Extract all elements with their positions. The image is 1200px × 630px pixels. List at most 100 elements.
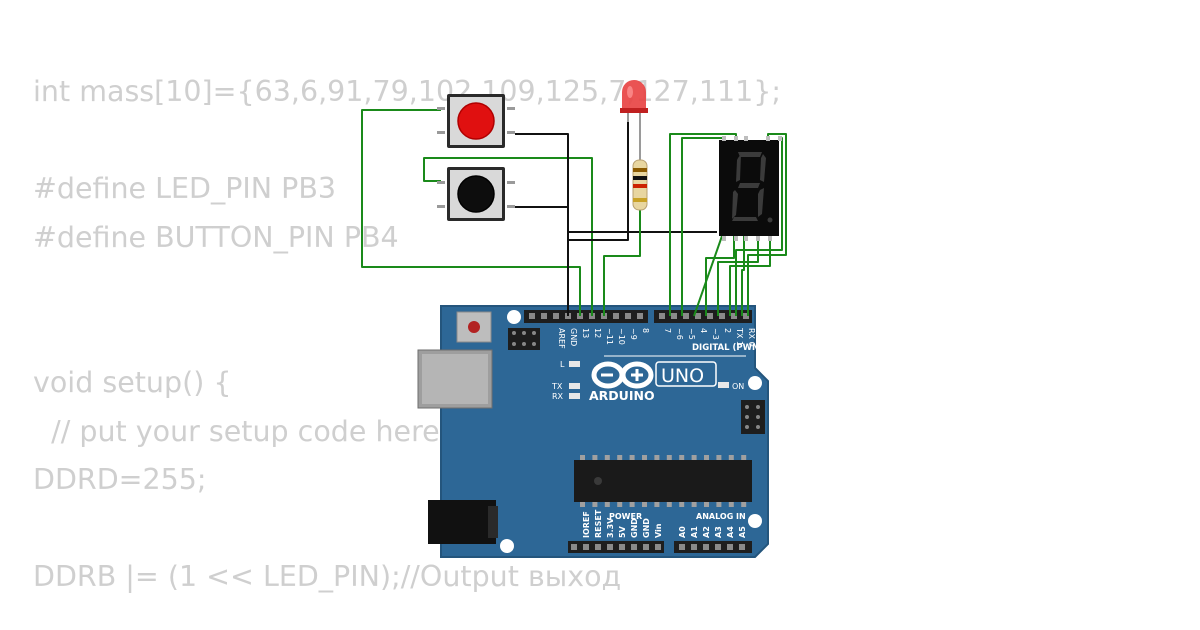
- pin-label: TX 1: [735, 327, 744, 346]
- power-header-label: POWER: [609, 512, 642, 521]
- seven-segment-display[interactable]: [719, 136, 782, 241]
- header-pin[interactable]: [719, 313, 725, 319]
- wire-gnd-red-button[interactable]: [515, 133, 569, 316]
- pin-label: 2: [723, 328, 732, 333]
- header-pin[interactable]: [743, 313, 749, 319]
- microcontroller-chip: [574, 455, 752, 507]
- red-led[interactable]: [620, 80, 648, 160]
- mount-hole: [500, 539, 514, 553]
- header-pin[interactable]: [655, 544, 661, 550]
- header-pin[interactable]: [731, 313, 737, 319]
- pin-label: GND: [569, 328, 578, 346]
- analog-header-label: ANALOG IN: [696, 512, 746, 521]
- header-pin[interactable]: [671, 313, 677, 319]
- model-label: UNO: [661, 365, 704, 387]
- code-line: int mass[10]={63,6,91,79,102,109,125,7,1…: [33, 75, 781, 108]
- wire-gnd-led[interactable]: [568, 118, 629, 241]
- analog-pin-label: A5: [738, 526, 747, 538]
- analog-pin-label: A2: [702, 526, 711, 538]
- wire-red-button[interactable]: [361, 109, 581, 316]
- pin-label: 13: [581, 328, 590, 338]
- pin-label: ~6: [675, 328, 684, 340]
- wire-display-seg-e[interactable]: [693, 235, 723, 317]
- icsp-header: [508, 328, 540, 350]
- mount-hole: [507, 310, 521, 324]
- led-rx-label: RX: [552, 392, 564, 401]
- header-pin[interactable]: [595, 544, 601, 550]
- header-pin[interactable]: [715, 544, 721, 550]
- code-background: int mass[10]={63,6,91,79,102,109,125,7,1…: [33, 68, 781, 602]
- header-pin[interactable]: [541, 313, 547, 319]
- wire-resistor[interactable]: [603, 210, 641, 316]
- led-l: [569, 361, 580, 367]
- header-pin[interactable]: [613, 313, 619, 319]
- header-pin[interactable]: [631, 544, 637, 550]
- header-pin[interactable]: [619, 544, 625, 550]
- header-pin[interactable]: [679, 544, 685, 550]
- pin-label: ~11: [605, 328, 614, 345]
- reset-button[interactable]: [456, 311, 492, 343]
- digital-label: DIGITAL (PWM ~): [692, 343, 774, 353]
- button-cap-icon: [457, 175, 495, 213]
- header-pin[interactable]: [703, 544, 709, 550]
- pin-label: AREF: [557, 328, 566, 349]
- analog-pin-label: A3: [714, 526, 723, 538]
- led-tx-label: TX: [551, 382, 563, 391]
- pin-label: 12: [593, 328, 602, 338]
- resistor[interactable]: [632, 159, 648, 211]
- black-pushbutton[interactable]: [437, 167, 515, 221]
- pin-label: 7: [663, 328, 672, 333]
- header-pin[interactable]: [553, 313, 559, 319]
- led-l-label: L: [560, 360, 565, 369]
- red-pushbutton[interactable]: [437, 94, 515, 148]
- power-jack: [428, 500, 498, 544]
- code-line: void setup() {: [33, 366, 232, 399]
- wire-black-button[interactable]: [423, 157, 593, 316]
- mount-hole: [748, 376, 762, 390]
- header-pin[interactable]: [625, 313, 631, 319]
- wire-display-seg-f[interactable]: [705, 236, 735, 316]
- pin-label: RX 0: [747, 328, 756, 347]
- header-pin[interactable]: [607, 544, 613, 550]
- header-pin[interactable]: [529, 313, 535, 319]
- power-pin-label: 3.3V: [606, 517, 615, 538]
- pin-label: ~9: [629, 328, 638, 340]
- led-rx: [569, 393, 580, 399]
- wire-display-seg-g[interactable]: [717, 236, 759, 316]
- mount-hole: [748, 514, 762, 528]
- header-pin[interactable]: [583, 544, 589, 550]
- icsp-header-right: [741, 400, 765, 434]
- brand-label: ARDUINO: [589, 388, 655, 403]
- power-pin-label: GND: [642, 518, 651, 538]
- header-pin[interactable]: [691, 544, 697, 550]
- power-header: [568, 541, 664, 553]
- wire-display-dp[interactable]: [729, 236, 771, 316]
- code-line: #define LED_PIN PB3: [33, 172, 337, 205]
- usb-connector: [417, 349, 493, 409]
- pin-label: 4: [699, 328, 708, 333]
- pin-label: ~3: [711, 328, 720, 340]
- digital-header-right: [654, 310, 752, 323]
- pin-label: ~10: [617, 328, 626, 345]
- header-pin[interactable]: [637, 313, 643, 319]
- button-cap-icon: [457, 102, 495, 140]
- power-pin-label: 5V: [618, 525, 627, 538]
- power-pin-label: Vin: [654, 523, 663, 538]
- segment-icon: [732, 152, 773, 223]
- pin-label: ~5: [687, 328, 696, 340]
- led-tx: [569, 383, 580, 389]
- arduino-logo-icon: [591, 361, 654, 389]
- header-pin[interactable]: [695, 313, 701, 319]
- header-pin[interactable]: [683, 313, 689, 319]
- header-pin[interactable]: [707, 313, 713, 319]
- wire-display-seg-h[interactable]: [741, 236, 745, 316]
- header-pin[interactable]: [659, 313, 665, 319]
- header-pin[interactable]: [643, 544, 649, 550]
- header-pin[interactable]: [739, 544, 745, 550]
- header-pin[interactable]: [727, 544, 733, 550]
- led-on: [718, 382, 729, 388]
- code-line: DDRD=255;: [33, 463, 207, 496]
- header-pin[interactable]: [571, 544, 577, 550]
